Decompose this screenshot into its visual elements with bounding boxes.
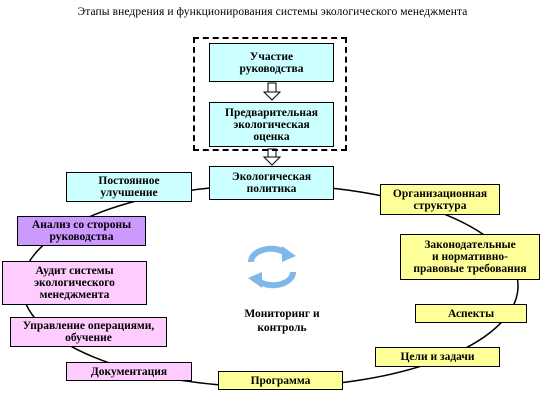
box-environmental-policy: Экологическая политика — [209, 166, 334, 200]
preparation-group-border — [193, 37, 347, 151]
box-legal-requirements: Законодательные и нормативно- правовые т… — [400, 234, 540, 280]
box-management-review: Анализ со стороны руководства — [17, 216, 146, 246]
down-arrow-icon — [262, 148, 282, 166]
box-program: Программа — [218, 371, 343, 390]
box-aspects: Аспекты — [415, 304, 527, 323]
diagram-title: Этапы внедрения и функционирования систе… — [77, 6, 468, 18]
box-preliminary-assessment: Предварительная экологическая оценка — [209, 102, 334, 147]
down-arrow-icon — [262, 82, 282, 101]
cycle-arrows-icon — [248, 245, 296, 289]
box-ems-audit: Аудит системы экологического менеджмента — [2, 261, 147, 305]
box-leadership: Участие руководства — [209, 43, 334, 82]
box-organizational-structure: Организационная структура — [380, 184, 500, 215]
box-objectives: Цели и задачи — [375, 347, 500, 367]
center-label: Мониторинг и контроль — [244, 308, 320, 334]
box-continuous-improvement: Постоянное улучшение — [66, 172, 192, 202]
box-documentation: Документация — [66, 362, 192, 381]
box-operations-control: Управление операциями, обучение — [10, 317, 167, 347]
